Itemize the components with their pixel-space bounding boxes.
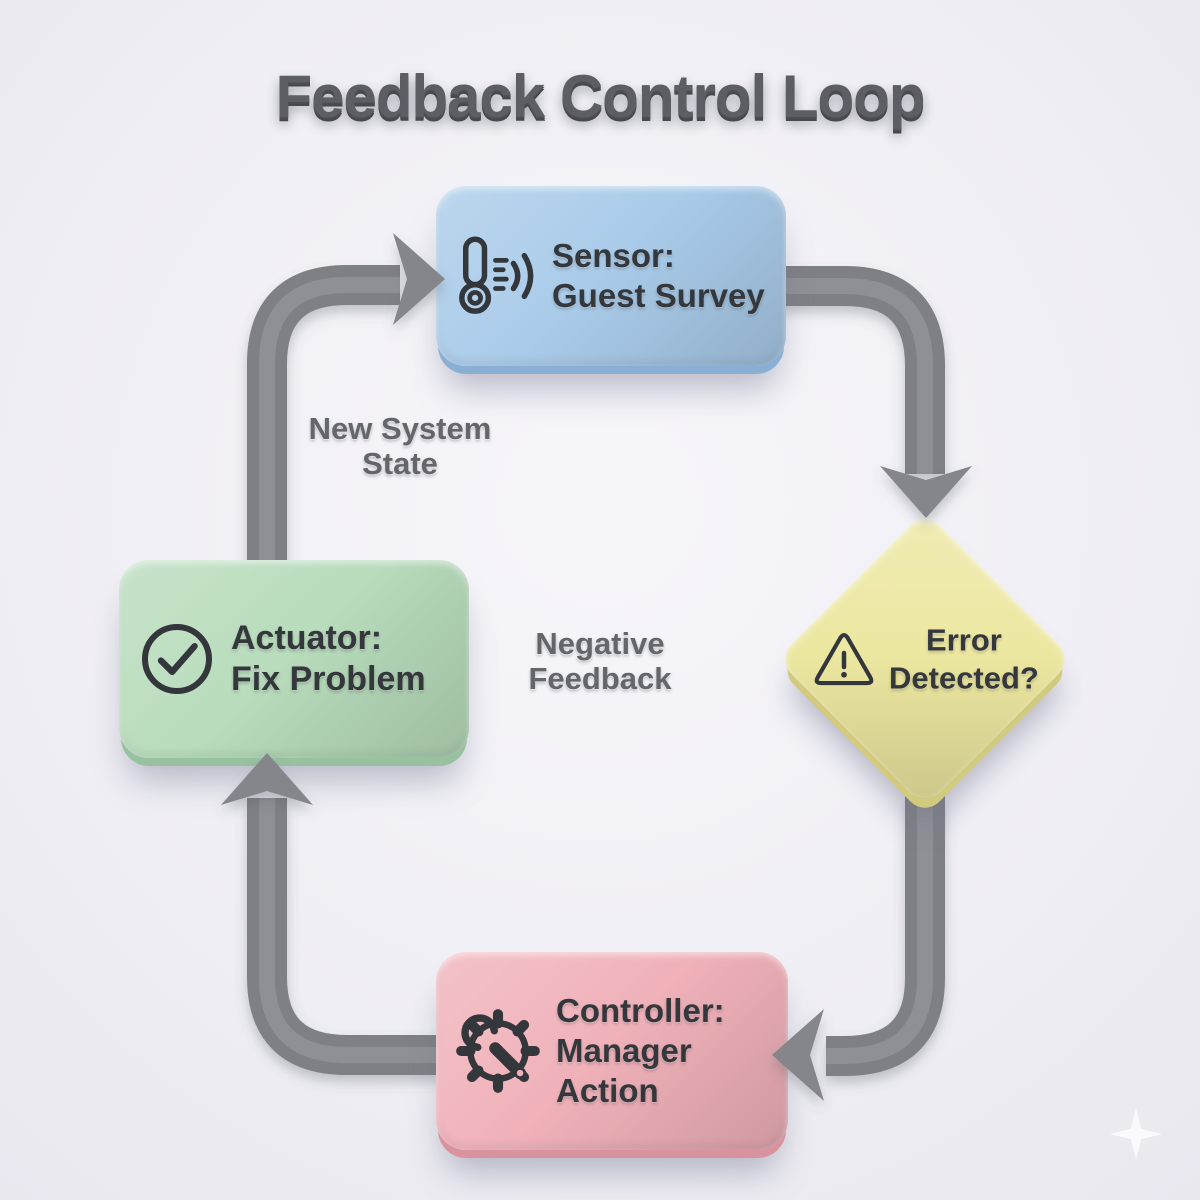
node-controller-content: Controller: Manager Action (452, 991, 778, 1112)
new-system-state-line1: New System (308, 411, 492, 446)
edge-label-negative-feedback: Negative Feedback (490, 626, 710, 696)
gear-wrench-icon (452, 1001, 544, 1101)
node-actuator-content: Actuator: Fix Problem (137, 618, 459, 701)
node-actuator-line1: Actuator: (231, 618, 383, 657)
pipe-highlights (259, 277, 933, 1064)
negative-feedback-line1: Negative (535, 626, 665, 661)
node-sensor-label: Sensor: Guest Survey (552, 236, 765, 317)
pipe-controller-to-actuator (247, 798, 440, 1075)
thermometer-signal-icon (454, 226, 540, 326)
node-error-line2: Detected? (888, 660, 1039, 695)
node-sensor: Sensor: Guest Survey (436, 186, 786, 366)
negative-feedback-line2: Feedback (528, 660, 672, 696)
node-error-label: Error Detected? (889, 621, 1039, 697)
node-sensor-content: Sensor: Guest Survey (454, 226, 776, 326)
node-error: Error Detected? (776, 510, 1074, 808)
node-error-shape: Error Detected? (776, 510, 1074, 808)
page-title: Feedback Control Loop (275, 63, 925, 130)
node-controller-line2: Manager (556, 1031, 692, 1069)
node-controller-label: Controller: Manager Action (556, 991, 725, 1112)
edge-label-new-system-state: New System State (285, 411, 515, 481)
node-controller-line3: Action (556, 1072, 659, 1110)
node-actuator-line2: Fix Problem (231, 660, 426, 698)
node-sensor-line1: Sensor: (552, 236, 675, 274)
node-controller: Controller: Manager Action (436, 952, 788, 1150)
node-error-content: Error Detected? (812, 621, 1039, 697)
warning-triangle-icon (812, 629, 876, 689)
node-sensor-line2: Guest Survey (552, 277, 765, 314)
new-system-state-line2: State (362, 445, 438, 481)
node-error-line1: Error (925, 622, 1002, 658)
node-actuator: Actuator: Fix Problem (119, 560, 469, 758)
node-actuator-label: Actuator: Fix Problem (231, 618, 426, 701)
check-circle-icon (137, 619, 217, 699)
node-controller-line1: Controller: (556, 991, 725, 1029)
